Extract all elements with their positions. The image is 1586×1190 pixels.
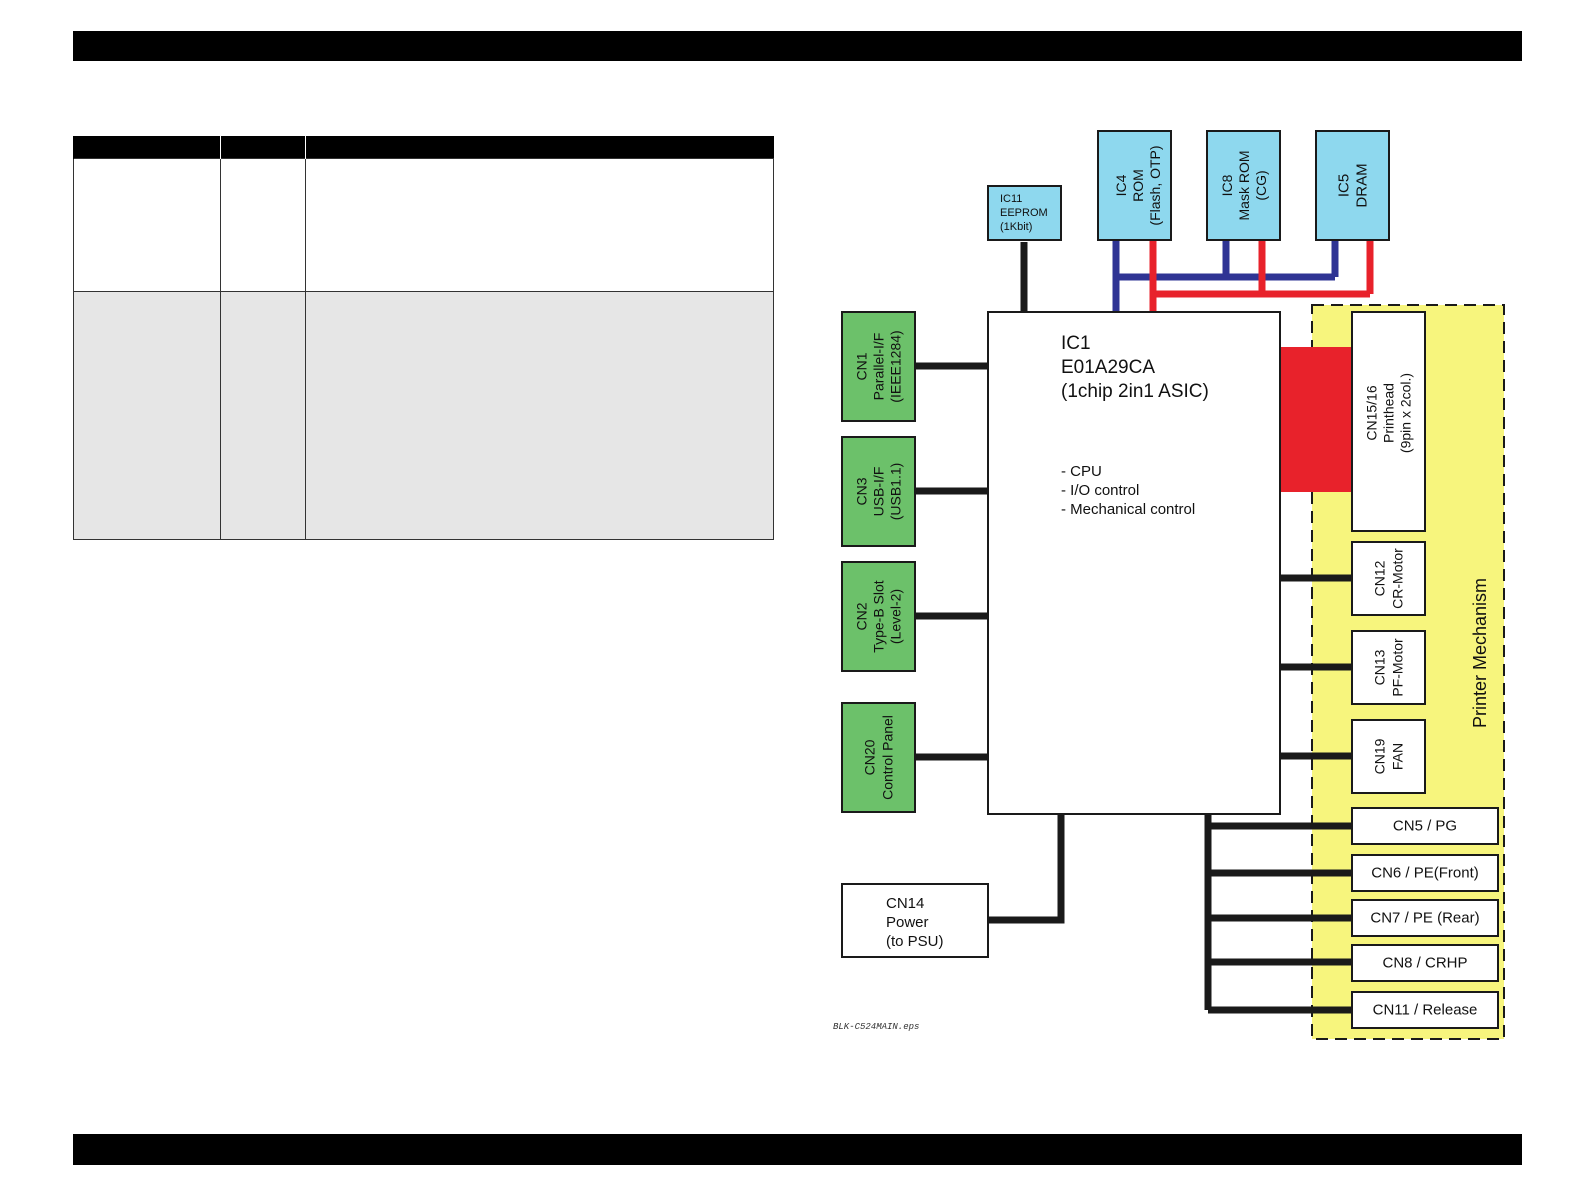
ic1-title-3: (1chip 2in1 ASIC) bbox=[1061, 381, 1209, 402]
ic11-eeprom-block: IC11 EEPROM (1Kbit) bbox=[987, 185, 1062, 241]
table-cell bbox=[73, 290, 221, 541]
cn7-label: CN7 / PE (Rear) bbox=[1370, 910, 1479, 927]
spec-table bbox=[73, 136, 774, 541]
cn6-pe-front-block: CN6 / PE(Front) bbox=[1351, 854, 1499, 892]
cn8-crhp-block: CN8 / CRHP bbox=[1351, 944, 1499, 982]
cn20-control-panel-block: CN20 Control Panel bbox=[841, 702, 916, 813]
cn19-label-1: CN19 bbox=[1372, 738, 1388, 774]
cn20-label-2: Control Panel bbox=[880, 715, 896, 800]
ic1-asic-block: IC1 E01A29CA (1chip 2in1 ASIC) - CPU - I… bbox=[987, 311, 1281, 815]
table-header-cell bbox=[73, 136, 221, 159]
ic4-label-1: IC4 bbox=[1113, 174, 1129, 196]
cn2-typeb-block: CN2 Type-B Slot (Level-2) bbox=[841, 561, 916, 672]
ic8-label-3: (CG) bbox=[1253, 170, 1269, 200]
ic11-label-3: (1Kbit) bbox=[1000, 221, 1032, 233]
ic1-title-2: E01A29CA bbox=[1061, 357, 1155, 378]
printhead-bus bbox=[1280, 347, 1353, 492]
cn15-16-label-1: CN15/16 bbox=[1364, 385, 1380, 440]
ic11-label-2: EEPROM bbox=[1000, 207, 1048, 219]
cn3-label-2: USB-I/F bbox=[871, 467, 887, 517]
ic5-label-2: DRAM bbox=[1354, 163, 1371, 207]
cn14-label-1: CN14 bbox=[886, 895, 924, 912]
cn13-pf-motor-block: CN13 PF-Motor bbox=[1351, 630, 1426, 705]
ic4-label-3: (Flash, OTP) bbox=[1147, 145, 1163, 225]
cn11-release-block: CN11 / Release bbox=[1351, 991, 1499, 1029]
cn5-pg-block: CN5 / PG bbox=[1351, 807, 1499, 845]
cn20-label-1: CN20 bbox=[862, 739, 878, 775]
cn14-label-3: (to PSU) bbox=[886, 933, 944, 950]
cn3-label-1: CN3 bbox=[854, 477, 870, 505]
table-header-row bbox=[73, 136, 774, 159]
cn19-fan-block: CN19 FAN bbox=[1351, 719, 1426, 794]
footer-bar bbox=[73, 1134, 1522, 1165]
ic11-label-1: IC11 bbox=[1000, 193, 1022, 205]
cn7-pe-rear-block: CN7 / PE (Rear) bbox=[1351, 899, 1499, 937]
cn14-label-2: Power bbox=[886, 914, 929, 931]
cn2-label-2: Type-B Slot bbox=[871, 580, 887, 652]
table-cell bbox=[305, 290, 774, 541]
cn3-usb-block: CN3 USB-I/F (USB1.1) bbox=[841, 436, 916, 547]
cn19-label-2: FAN bbox=[1390, 743, 1406, 770]
cn14-power-block: CN14 Power (to PSU) bbox=[841, 883, 989, 958]
ic4-rom-block: IC4 ROM (Flash, OTP) bbox=[1097, 130, 1172, 241]
table-row bbox=[73, 290, 774, 541]
ic5-label-1: IC5 bbox=[1336, 174, 1353, 197]
table-cell bbox=[305, 158, 774, 292]
cn1-label-1: CN1 bbox=[854, 352, 870, 380]
ic4-label-2: ROM bbox=[1130, 169, 1146, 202]
signal-wires bbox=[914, 242, 1352, 1014]
cn15-16-label-2: Printhead bbox=[1381, 383, 1397, 443]
ic1-function-io: - I/O control bbox=[1061, 482, 1139, 499]
cn1-label-2: Parallel-I/F bbox=[871, 333, 887, 401]
table-cell bbox=[220, 290, 306, 541]
ic1-title-1: IC1 bbox=[1061, 333, 1091, 354]
cn1-label-3: (IEEE1284) bbox=[888, 330, 904, 402]
ic5-dram-block: IC5 DRAM bbox=[1315, 130, 1390, 241]
ic1-function-mech: - Mechanical control bbox=[1061, 501, 1195, 518]
cn12-label-1: CN12 bbox=[1372, 560, 1388, 596]
cn15-16-label-3: (9pin x 2col.) bbox=[1398, 373, 1414, 453]
data-bus bbox=[1149, 240, 1374, 312]
ic1-function-cpu: - CPU bbox=[1061, 463, 1102, 480]
cn15-16-printhead-block: CN15/16 Printhead (9pin x 2col.) bbox=[1351, 311, 1426, 532]
cn5-label: CN5 / PG bbox=[1393, 818, 1457, 835]
table-cell bbox=[73, 158, 221, 292]
cn13-label-1: CN13 bbox=[1372, 649, 1388, 685]
ic8-label-2: Mask ROM bbox=[1236, 151, 1252, 221]
cn12-label-2: CR-Motor bbox=[1390, 548, 1406, 609]
cn2-label-1: CN2 bbox=[854, 602, 870, 630]
ic8-maskrom-block: IC8 Mask ROM (CG) bbox=[1206, 130, 1281, 241]
ic8-label-1: IC8 bbox=[1219, 174, 1235, 196]
cn3-label-3: (USB1.1) bbox=[888, 463, 904, 521]
cn11-label: CN11 / Release bbox=[1373, 1002, 1478, 1019]
table-cell bbox=[220, 158, 306, 292]
table-header-cell bbox=[305, 136, 774, 159]
printer-mechanism-label: Printer Mechanism bbox=[1470, 578, 1490, 728]
figure-file-caption: BLK-C524MAIN.eps bbox=[833, 1022, 920, 1032]
cn6-label: CN6 / PE(Front) bbox=[1371, 865, 1479, 882]
cn13-label-2: PF-Motor bbox=[1390, 638, 1406, 697]
address-bus bbox=[1112, 240, 1339, 312]
cn12-cr-motor-block: CN12 CR-Motor bbox=[1351, 541, 1426, 616]
cn8-label: CN8 / CRHP bbox=[1382, 955, 1467, 972]
cn2-label-3: (Level-2) bbox=[888, 589, 904, 644]
cn1-parallel-block: CN1 Parallel-I/F (IEEE1284) bbox=[841, 311, 916, 422]
table-row bbox=[73, 158, 774, 292]
header-bar bbox=[73, 31, 1522, 61]
table-header-cell bbox=[220, 136, 306, 159]
